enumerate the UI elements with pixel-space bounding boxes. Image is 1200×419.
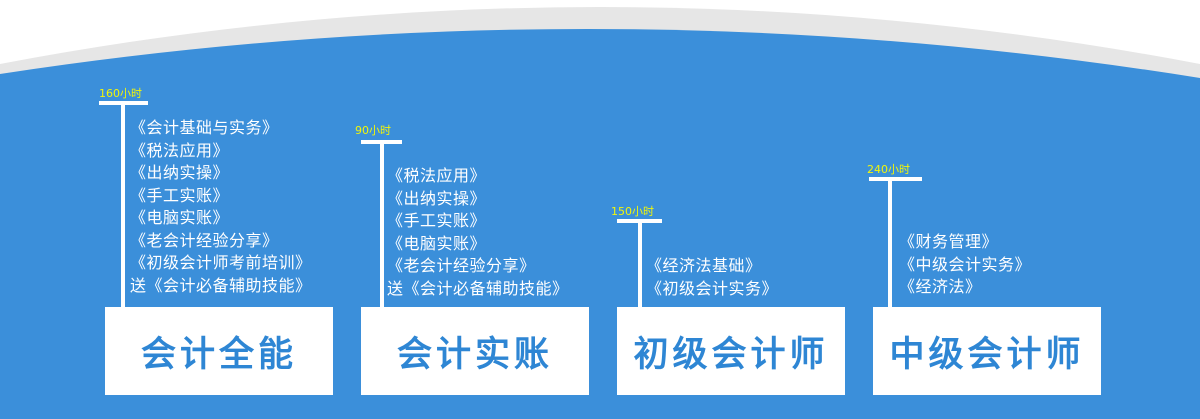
course-item: 《初级会计实务》 <box>646 278 779 298</box>
course-item-list: 《税法应用》 《出纳实操》 《手工实账》 《电脑实账》 《老会计经验分享》 送《… <box>387 165 569 300</box>
t-bar <box>869 177 922 181</box>
course-item-list: 《财务管理》 《中级会计实务》 《经济法》 <box>899 231 1031 299</box>
course-item: 《财务管理》 <box>899 232 999 251</box>
course-name: 中级会计师 <box>889 334 1085 375</box>
course-item: 《经济法》 <box>899 277 982 296</box>
course-item: 《电脑实账》 <box>130 208 230 227</box>
course-item: 送《会计必备辅助技能》 <box>130 275 312 295</box>
course-item: 《手工实账》 <box>130 185 230 205</box>
course-item: 《电脑实账》 <box>387 233 487 253</box>
course-name-box[interactable]: 初级会计师 <box>617 307 845 395</box>
course-item: 送《会计必备辅助技能》 <box>387 278 569 298</box>
course-name-box[interactable]: 会计实账 <box>361 307 589 395</box>
course-name-box[interactable]: 会计全能 <box>105 307 333 395</box>
course-item: 《老会计经验分享》 <box>387 256 536 275</box>
course-item: 《税法应用》 <box>130 140 230 160</box>
course-item: 《经济法基础》 <box>646 256 762 275</box>
t-stem <box>121 103 125 308</box>
course-item: 《出纳实操》 <box>387 188 487 208</box>
course-item: 《初级会计师考前培训》 <box>130 253 312 272</box>
course-item: 《出纳实操》 <box>130 163 230 182</box>
t-stem <box>638 221 642 308</box>
t-stem <box>380 142 384 308</box>
t-stem <box>888 179 892 308</box>
course-name-box[interactable]: 中级会计师 <box>873 307 1101 395</box>
hours-label: 160小时 <box>99 87 142 100</box>
course-item-list: 《经济法基础》 《初级会计实务》 <box>646 255 778 300</box>
course-name: 初级会计师 <box>633 334 829 375</box>
course-name: 会计实账 <box>396 334 553 375</box>
course-item: 《手工实账》 <box>387 211 487 230</box>
course-item-list: 《会计基础与实务》 《税法应用》 《出纳实操》 《手工实账》 《电脑实账》 《老… <box>130 117 312 297</box>
course-item: 《老会计经验分享》 <box>130 230 279 250</box>
course-item: 《税法应用》 <box>387 166 487 185</box>
hours-label: 150小时 <box>611 205 654 218</box>
course-item: 《会计基础与实务》 <box>130 118 279 137</box>
course-item: 《中级会计实务》 <box>899 254 1032 274</box>
course-name: 会计全能 <box>140 334 297 375</box>
hours-label: 240小时 <box>867 163 910 176</box>
hours-label: 90小时 <box>355 124 391 137</box>
